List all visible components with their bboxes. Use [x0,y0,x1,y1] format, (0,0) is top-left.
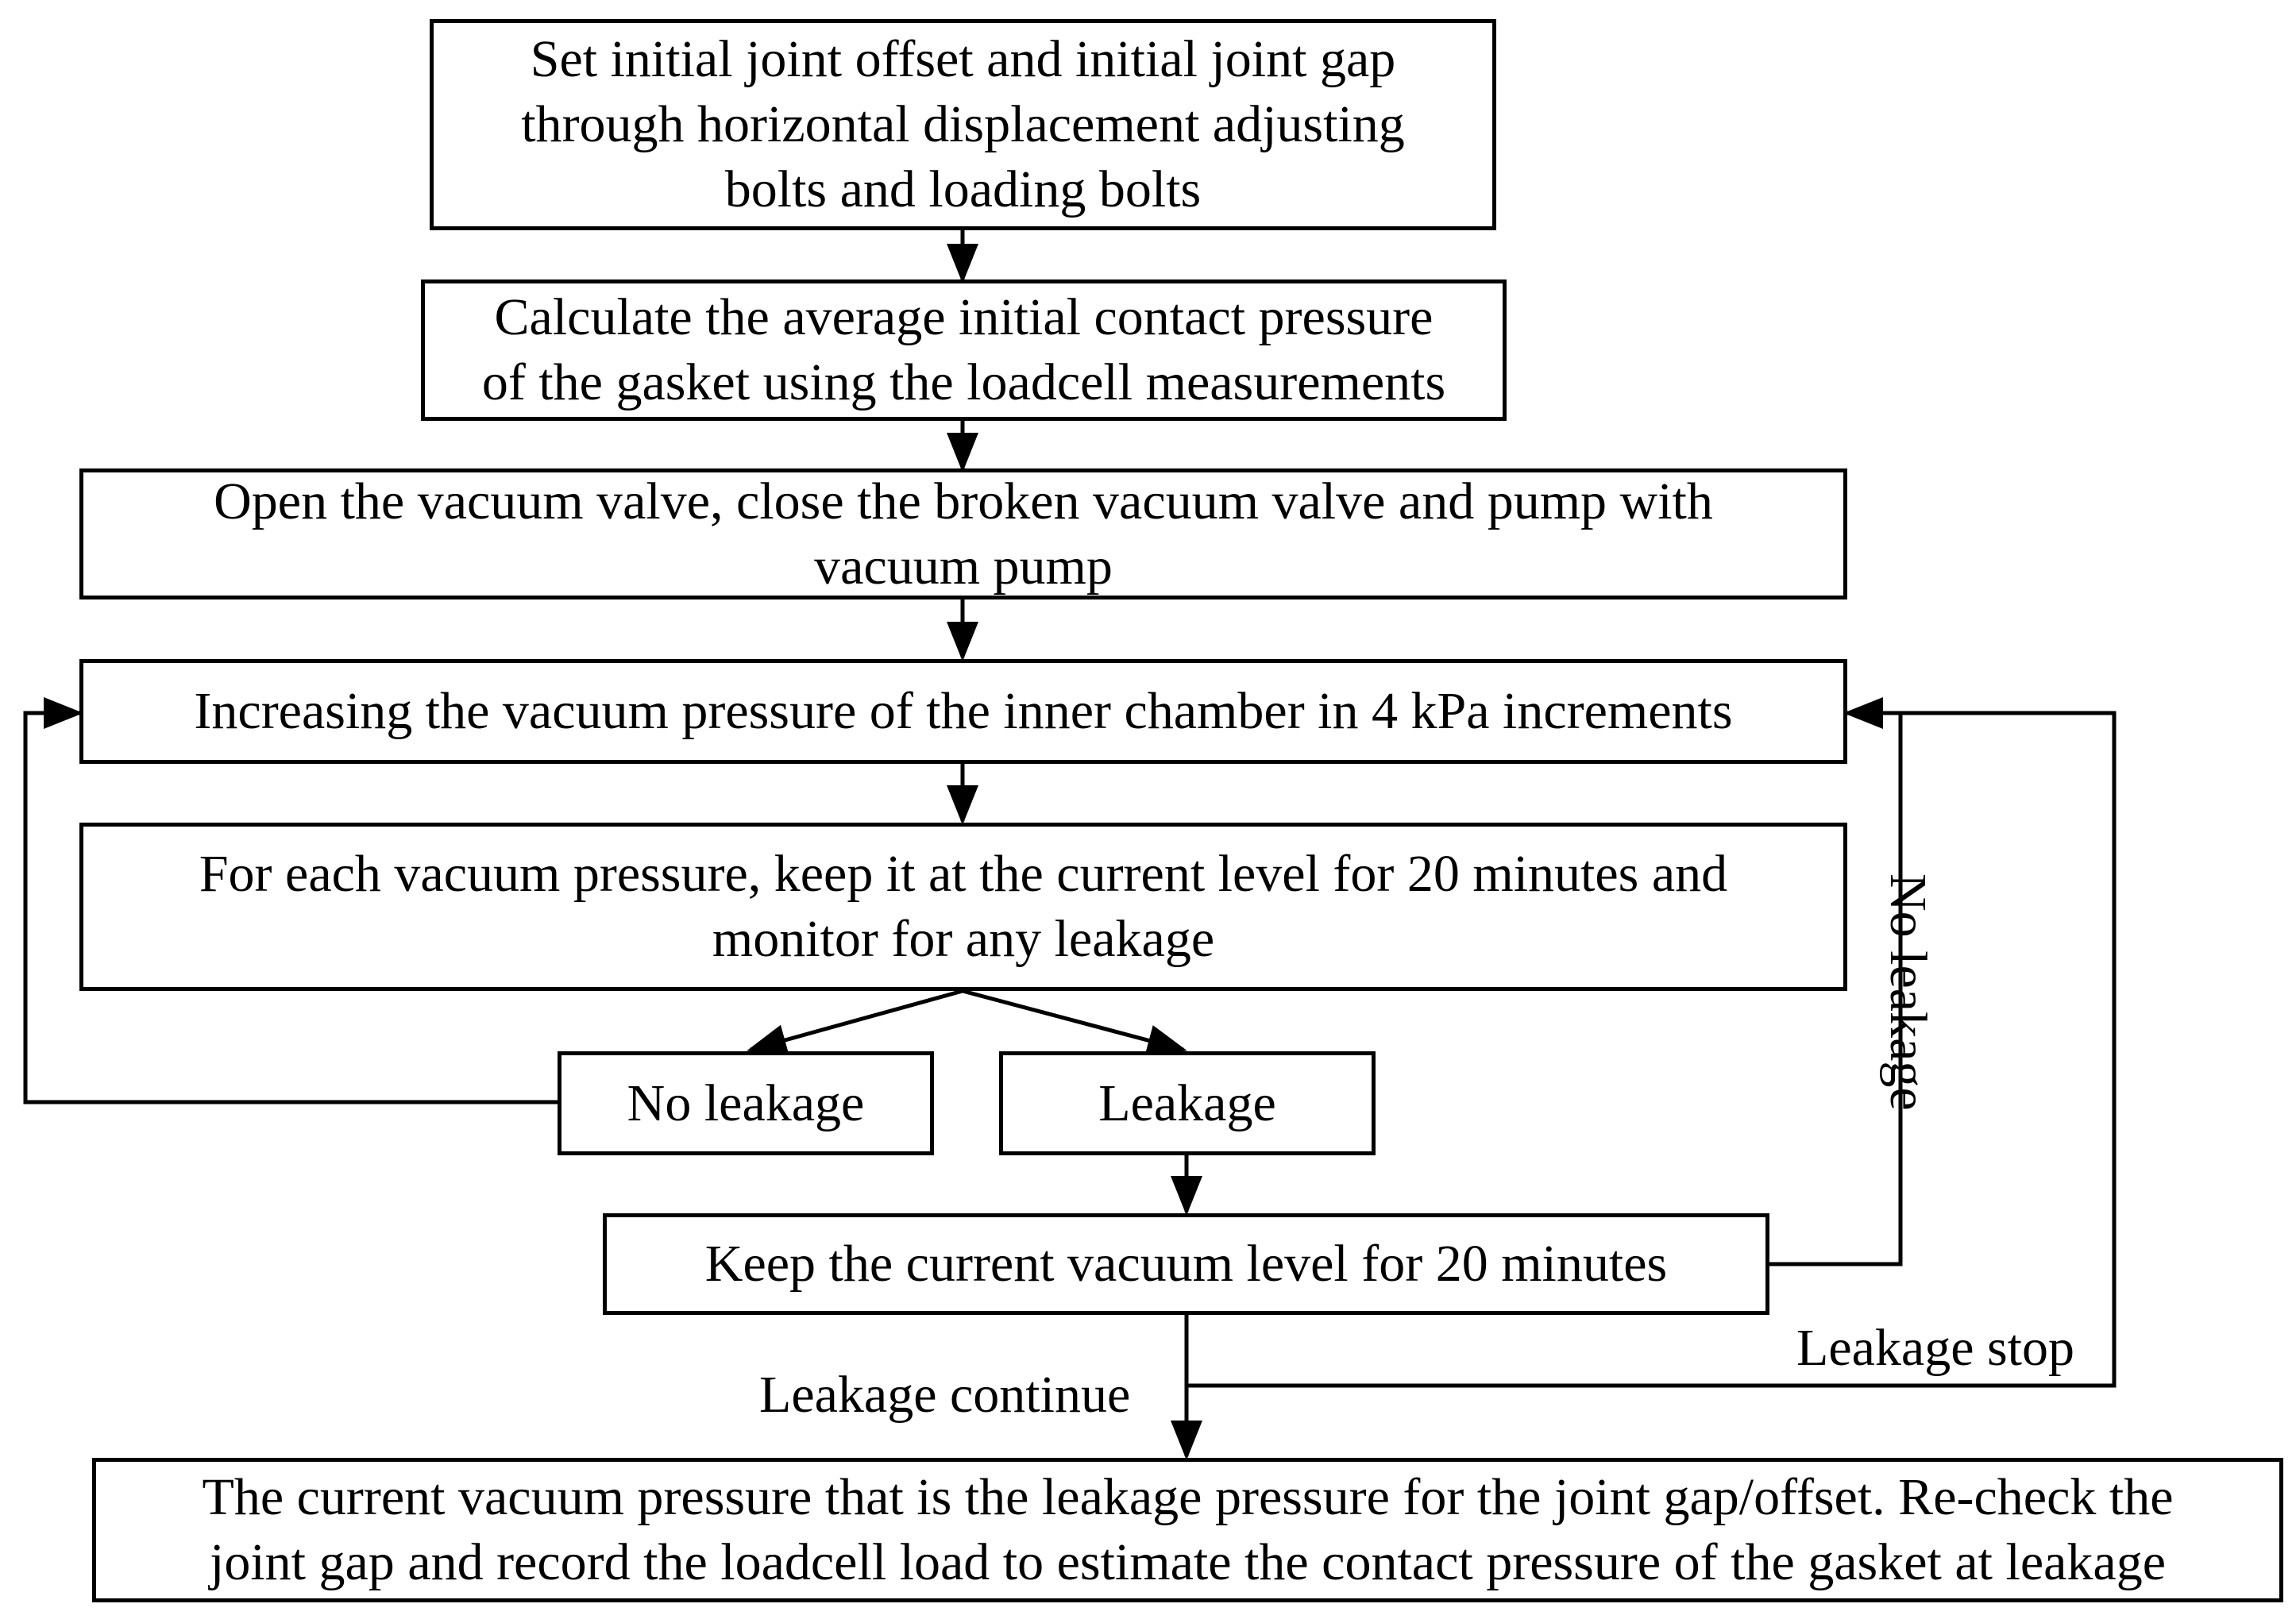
arrow-leakage-stop-to-step4 [1187,711,2117,1388]
decision-leakage: Leakage [999,1051,1376,1155]
step-calculate-contact-pressure-line-2: of the gasket using the loadcell measure… [481,353,1446,411]
step-set-initial-joint-line-3: bolts and loading bolts [724,160,1202,218]
step-open-vacuum-valve-line-2: vacuum pump [814,537,1113,596]
step-final-leakage-pressure-line-1: The current vacuum pressure that is the … [202,1468,2174,1526]
step-final-leakage-pressure-line-2: joint gap and record the loadcell load t… [209,1533,2166,1591]
arrow-step5-to-leakage [962,989,1187,1056]
step-open-vacuum-valve-line-1: Open the vacuum valve, close the broken … [214,472,1713,530]
step-hold-and-monitor-line-1: For each vacuum pressure, keep it at the… [199,845,1728,903]
step-increase-vacuum-pressure: Increasing the vacuum pressure of the in… [79,659,1847,764]
step-increase-vacuum-pressure-line-1: Increasing the vacuum pressure of the in… [194,682,1733,740]
step-keep-vacuum-level-line-1: Keep the current vacuum level for 20 min… [704,1235,1668,1293]
decision-no-leakage: No leakage [558,1051,934,1155]
step-set-initial-joint-line-1: Set initial joint offset and initial joi… [530,30,1396,88]
step-keep-vacuum-level: Keep the current vacuum level for 20 min… [603,1213,1769,1315]
step-calculate-contact-pressure: Calculate the average initial contact pr… [421,279,1507,421]
edge-label-leakage-stop: Leakage stop [1796,1319,2075,1377]
decision-leakage-label: Leakage [1098,1074,1276,1132]
step-open-vacuum-valve: Open the vacuum valve, close the broken … [79,468,1847,599]
decision-no-leakage-label: No leakage [627,1074,865,1132]
step-calculate-contact-pressure-line-1: Calculate the average initial contact pr… [494,288,1434,346]
step-hold-and-monitor: For each vacuum pressure, keep it at the… [79,823,1847,991]
step-final-leakage-pressure: The current vacuum pressure that is the … [92,1458,2283,1602]
edge-label-leakage-continue: Leakage continue [759,1366,1131,1424]
step-hold-and-monitor-line-2: monitor for any leakage [712,910,1215,968]
edge-label-no-leakage-vertical: No leakage [1879,873,1937,1111]
step-set-initial-joint-line-2: through horizontal displacement adjustin… [521,95,1405,153]
step-set-initial-joint: Set initial joint offset and initial joi… [430,19,1496,230]
arrow-step6-no-leakage-to-step4 [1769,697,1903,1266]
arrow-step5-to-no-leakage [747,989,963,1056]
arrow-no-leakage-loop-to-step4 [23,697,558,1104]
